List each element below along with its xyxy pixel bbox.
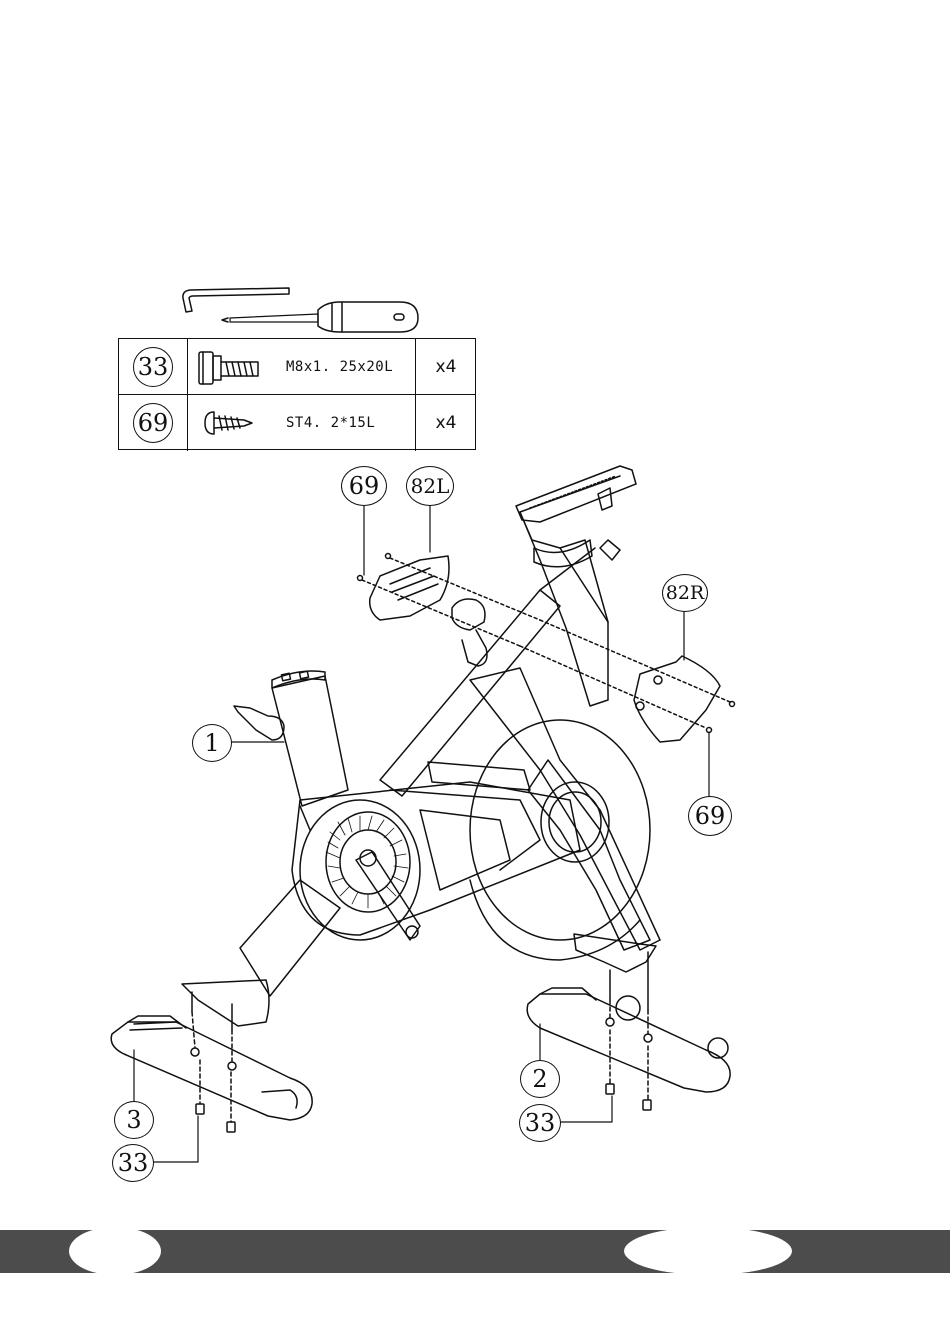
callout-82R: 82R xyxy=(662,574,708,612)
side-cover-82L xyxy=(358,554,541,647)
callout-3: 3 xyxy=(114,1101,154,1139)
callout-33-left: 33 xyxy=(112,1144,154,1182)
part-quantity: x4 xyxy=(416,395,476,451)
callout-1: 1 xyxy=(192,724,232,762)
rear-stabilizer-foot-2 xyxy=(527,988,730,1110)
part-number-badge: 33 xyxy=(133,347,173,387)
parts-row: 33 M8x1. 25x20L x4 xyxy=(119,339,475,395)
callout-69-top: 69 xyxy=(341,466,387,506)
callout-82L: 82L xyxy=(406,466,454,506)
part-spec: M8x1. 25x20L xyxy=(286,339,393,394)
bike-frame xyxy=(182,466,660,1030)
screwdriver-icon xyxy=(222,302,418,332)
hardware-parts-table: 33 M8x1. 25x20L x4 69 ST4. 2*15L x4 xyxy=(118,338,476,450)
callout-69-right: 69 xyxy=(688,796,732,836)
footer-right-page-pill xyxy=(624,1227,792,1275)
parts-row: 69 ST4. 2*15L x4 xyxy=(119,395,475,451)
footer-left-page-pill xyxy=(69,1227,161,1275)
side-cover-82R xyxy=(520,620,735,742)
allen-key-icon xyxy=(183,288,289,312)
callout-2: 2 xyxy=(520,1060,560,1098)
part-number-badge: 69 xyxy=(133,403,173,443)
part-quantity: x4 xyxy=(416,339,476,394)
part-spec: ST4. 2*15L xyxy=(286,395,375,451)
callout-33-right: 33 xyxy=(519,1104,561,1142)
